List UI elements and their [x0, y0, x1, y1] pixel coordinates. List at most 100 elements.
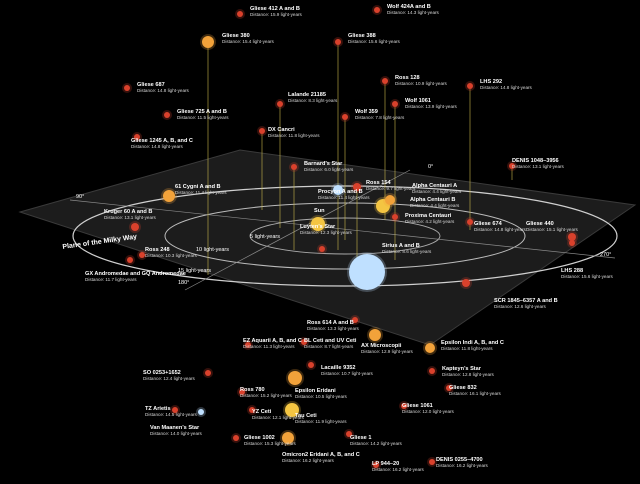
so-0253-star-marker	[205, 370, 211, 376]
wolf-424-distance: Distance: 14.3 light-years	[387, 10, 439, 16]
epsilon-indi-distance: Distance: 11.8 light-years	[441, 346, 493, 352]
61-cygni-star-marker	[163, 190, 175, 202]
denis-0255-distance: Distance: 16.2 light-years	[436, 463, 488, 469]
omicron2-eridani-distance: Distance: 16.2 light-years	[282, 458, 334, 464]
alpha-centauri-b-distance: Distance: 4.4 light-years	[410, 203, 460, 209]
axis-0-180	[184, 169, 411, 291]
epsilon-eridani-distance: Distance: 10.5 light-years	[295, 394, 347, 400]
ez-aquarii-distance: Distance: 11.3 light-years	[243, 344, 295, 350]
bl-ceti-star-marker	[301, 339, 307, 345]
gliese-725-star-marker	[164, 112, 170, 118]
alpha-centauri-a-distance: Distance: 4.4 light-years	[412, 189, 462, 195]
alpha-centauri-b-name: Alpha Centauri B	[410, 197, 456, 203]
gliese-1245-star-marker	[134, 134, 140, 140]
gliese-832-name: Gliese 832	[449, 385, 477, 391]
star-markers	[122, 5, 578, 470]
scr-1845-name: SCR 1845–6357 A and B	[494, 298, 558, 304]
dx-cancri-distance: Distance: 11.8 light-years	[268, 133, 320, 139]
gliese-1-distance: Distance: 14.2 light-years	[350, 441, 402, 447]
gx-andromedae-distance: Distance: 11.7 light-years	[85, 277, 137, 283]
gx-andromedae-name: GX Andromedae and GQ Andromedae	[85, 271, 186, 277]
gliese-687-name: Gliese 687	[137, 82, 165, 88]
ross-248-name: Ross 248	[145, 247, 170, 253]
lp-944-20-distance: Distance: 16.2 light-years	[372, 467, 424, 473]
lacaille-9352-distance: Distance: 10.7 light-years	[321, 371, 373, 377]
ross-614-star-marker	[352, 317, 358, 323]
lalande-21185-name: Lalande 21185	[288, 92, 326, 98]
lacaille-9352-name: Lacaille 9352	[321, 365, 356, 371]
denis-0255-name: DENIS 0255–4700	[436, 457, 483, 463]
kapteyns-star-star-marker	[429, 368, 435, 374]
gliese-388-distance: Distance: 15.6 light-years	[348, 39, 400, 45]
yz-ceti-star-marker	[249, 407, 255, 413]
gliese-440-star-marker	[568, 233, 576, 241]
ax-microscopii-name: AX Microscopii	[361, 343, 402, 349]
epsilon-eridani-name: Epsilon Eridani	[295, 388, 336, 394]
alpha-centauri-a-name: Alpha Centauri A	[412, 183, 458, 189]
angle-label-0: 0°	[428, 164, 434, 170]
gliese-725-distance: Distance: 11.5 light-years	[177, 115, 229, 121]
tz-arietis-name: TZ Arietis	[145, 406, 171, 412]
denis-0255-star-marker	[429, 459, 435, 465]
tz-arietis-distance: Distance: 14.5 light-years	[145, 412, 197, 418]
ross-780-distance: Distance: 15.2 light-years	[240, 393, 292, 399]
gliese-412-distance: Distance: 15.9 light-years	[250, 12, 302, 18]
lhs-292-distance: Distance: 14.8 light-years	[480, 85, 532, 91]
gliese-1061-distance: Distance: 12.0 light-years	[402, 409, 454, 415]
gliese-687-star-marker	[124, 85, 130, 91]
wolf-424-name: Wolf 424A and B	[387, 4, 431, 10]
ross-154-distance: Distance: 9.7 light-years	[366, 186, 416, 192]
denis-1048-star-marker	[509, 163, 515, 169]
axis-90-270	[69, 199, 616, 259]
denis-1048-distance: Distance: 13.1 light-years	[512, 164, 564, 170]
van-maanens-distance: Distance: 14.0 light-years	[150, 431, 202, 437]
tau-ceti-distance: Distance: 11.9 light-years	[295, 419, 347, 425]
61-cygni-distance: Distance: 11.4 light-years	[175, 190, 227, 196]
ring-label-5: 5 light-years	[250, 234, 280, 240]
wolf-359-name: Wolf 359	[355, 109, 378, 115]
proxima-star-marker	[392, 214, 398, 220]
lhs-288-name: LHS 288	[561, 268, 584, 274]
gliese-388-star-marker	[335, 39, 341, 45]
proxima-distance: Distance: 4.2 light-years	[405, 219, 455, 225]
gliese-1061-star-marker	[401, 403, 407, 409]
tz-arietis-star-marker	[172, 407, 178, 413]
kruger-60-distance: Distance: 13.1 light-years	[104, 215, 156, 221]
gliese-1002-name: Gliese 1002	[244, 435, 275, 441]
dx-cancri-star-marker	[259, 128, 265, 134]
ross-614-name: Ross 614 A and B	[307, 320, 354, 326]
barnards-star-star-marker	[291, 164, 297, 170]
sirius-star-marker	[349, 254, 385, 290]
gx-andromedae-star-marker	[127, 257, 133, 263]
yz-ceti-distance: Distance: 12.1 light-years	[252, 415, 304, 421]
